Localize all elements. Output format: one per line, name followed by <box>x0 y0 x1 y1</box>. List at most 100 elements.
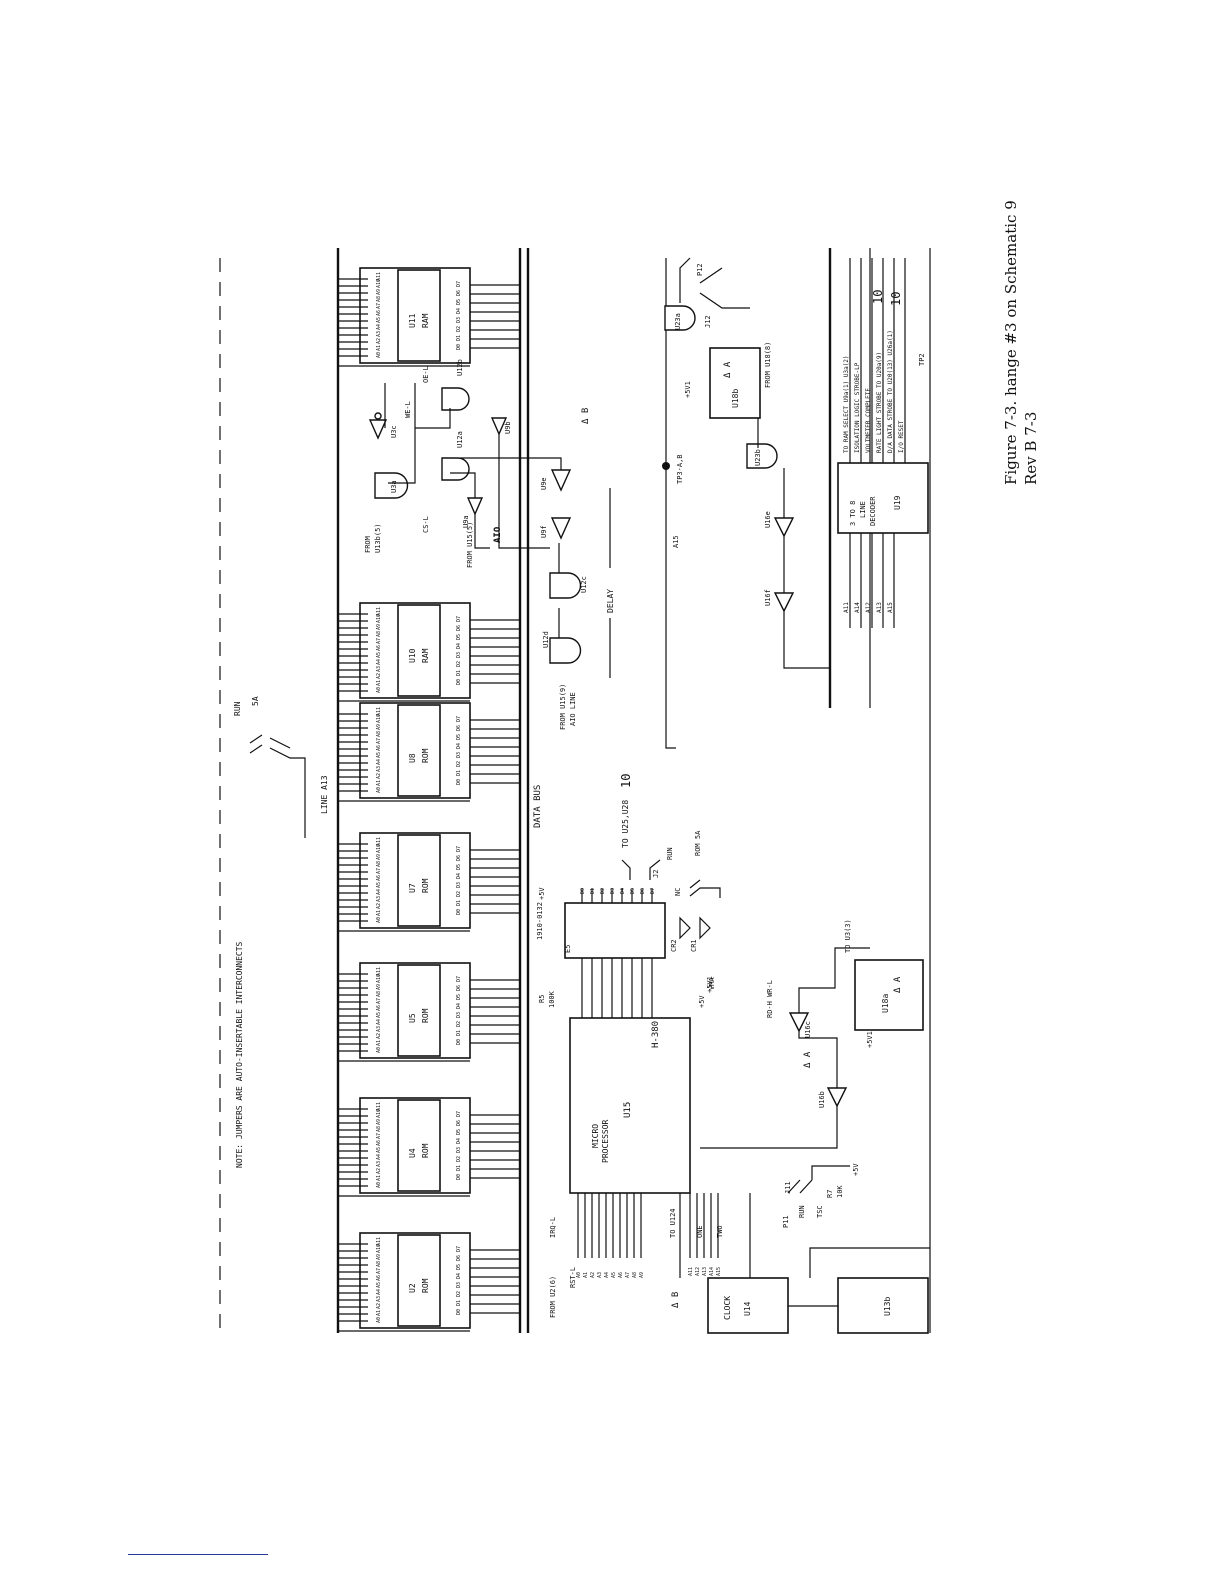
note-text: NOTE: JUMPERS ARE AUTO-INSERTABLE INTERC… <box>235 941 244 1168</box>
chip-type-label: ROM <box>421 1008 430 1023</box>
address-line-label: A14 <box>709 1267 715 1276</box>
chip-u19-type3: DECODER <box>869 496 877 526</box>
chip-data-pin: D4 <box>456 873 462 879</box>
chip-address-pin: A1 <box>376 1175 382 1181</box>
chip-address-pin: A11 <box>376 1102 382 1111</box>
chip-data-pin: D4 <box>456 1138 462 1144</box>
chip-data-pin: D3 <box>456 882 462 888</box>
address-line-label: A12 <box>695 1267 701 1276</box>
chip-u19-type1: 3 TO 8 <box>849 501 857 526</box>
chip-ref-label: U8 <box>408 753 417 763</box>
chip-address-pin: A10 <box>376 279 382 288</box>
chip-data-pin: D5 <box>456 634 462 640</box>
chip-address-pin: A7 <box>376 738 382 744</box>
gate-u12d-label: U12d <box>542 631 550 648</box>
gate-u3a <box>374 472 409 499</box>
chip-u18b <box>709 347 761 419</box>
from-aio-label: FROM U15(9) <box>559 684 567 730</box>
chip-ref-label: U11 <box>408 313 417 328</box>
chip-u14-ref: U14 <box>743 1301 752 1316</box>
schematic-diagram: NOTE: JUMPERS ARE AUTO-INSERTABLE INTERC… <box>210 248 950 1348</box>
chip-data-pin: D7 <box>456 616 462 622</box>
chip-core <box>397 704 441 797</box>
chip-address-pin: A10 <box>376 1109 382 1118</box>
decoder-input-label: A12 <box>865 602 872 613</box>
chip-address-pin: A5 <box>376 882 382 888</box>
chip-ref-label: U4 <box>408 1148 417 1158</box>
address-line-label: A4 <box>604 1272 610 1278</box>
chip-data-pin: D7 <box>456 846 462 852</box>
address-line-label: A7 <box>625 1272 631 1278</box>
chip-data-pin: D6 <box>456 855 462 861</box>
chip-address-pin: A4 <box>376 1019 382 1025</box>
chip-data-pin: D7 <box>456 1246 462 1252</box>
chip-address-pin: A5 <box>376 652 382 658</box>
chip-address-pin: A0 <box>376 917 382 923</box>
chip-address-pin: A9 <box>376 854 382 860</box>
decoder-input-label: A11 <box>843 602 850 613</box>
address-line-label: A15 <box>716 1267 722 1276</box>
plus5v-label-1: +5V <box>538 887 546 900</box>
address-line-label: A6 <box>618 1272 624 1278</box>
decoder-output-label: RATE LIGHT STROBE TO U20a(9) <box>876 352 883 453</box>
sa-label-top: 5A <box>251 696 260 706</box>
tp2-label: TP2 <box>918 353 926 366</box>
footnote-rule <box>128 1554 268 1555</box>
chip-address-pin: A7 <box>376 638 382 644</box>
address-line-label: A0 <box>576 1272 582 1278</box>
cs-l-label: CS-L <box>422 516 430 533</box>
ram-control-wires <box>384 383 550 549</box>
gate-u23b-label: U23b <box>754 449 762 466</box>
chip-address-pin: A11 <box>376 837 382 846</box>
chip-data-pin: D1 <box>456 1300 462 1306</box>
from-u15-label: FROM U15(5) <box>466 522 474 568</box>
decoder-output-label: TO RAM SELECT U9a(1) U3a(2) <box>843 355 850 453</box>
to-u124-label: TO U124 <box>669 1208 677 1238</box>
chip-address-pin: A8 <box>376 861 382 867</box>
ram-control-logic: U3a U3c U12a U12b U9a U9b FROM U13b(5) F… <box>364 359 550 568</box>
decoder-input-label: A14 <box>854 602 861 613</box>
chip-core <box>397 964 441 1057</box>
chip-type-label: RAM <box>421 648 430 663</box>
gate-u3a-label: U3a <box>390 480 398 493</box>
cr1-label: CR1 <box>690 939 698 952</box>
data-line-label: D3 <box>610 888 616 894</box>
gate-u16f-label: U16f <box>764 589 772 606</box>
oe-l-label: OE-L <box>422 366 430 383</box>
chip-u15-type1: MICRO <box>591 1124 600 1148</box>
gate-u9b <box>490 417 508 436</box>
chip-data-pin: D3 <box>456 652 462 658</box>
microprocessor-block: MICRO PROCESSOR U15 H-380 R5 100K 1910-0… <box>536 887 774 1318</box>
chip-address-pin: A11 <box>376 1237 382 1246</box>
chip-address-pin: A0 <box>376 1182 382 1188</box>
chip-u18b-label: U18b <box>731 389 740 408</box>
data-line-label: D1 <box>590 888 596 894</box>
address-line-label: A11 <box>688 1267 694 1276</box>
line-a13-label: LINE A13 <box>320 775 329 814</box>
chip-data-pin: D3 <box>456 752 462 758</box>
chip-u19-ref: U19 <box>893 495 902 510</box>
rd-wr-label: RD-H WR-L <box>766 980 774 1018</box>
decoder-output-label: VOLTMETER COMPLETE <box>865 388 872 453</box>
data-line-label: D7 <box>650 888 656 894</box>
gate-u16b-label: U16b <box>818 1091 826 1108</box>
chip-address-pin: A3 <box>376 331 382 337</box>
chip-u14 <box>707 1277 789 1334</box>
chip-address-pin: A8 <box>376 296 382 302</box>
from-u2-label: FROM U2(6) <box>549 1276 557 1318</box>
we-l-label: WE-L <box>404 401 412 418</box>
chip-data-pin: D1 <box>456 1030 462 1036</box>
chip-data-pin: D0 <box>456 679 462 685</box>
chip-data-pin: D4 <box>456 1273 462 1279</box>
gate-u12a-label: U12a <box>456 431 464 448</box>
chip-address-pin: A6 <box>376 745 382 751</box>
chip-address-pin: A7 <box>376 303 382 309</box>
chip-address-pin: A8 <box>376 1126 382 1132</box>
j2-wires <box>621 859 721 898</box>
one-label: ONE <box>696 1225 704 1238</box>
data-line-label: D5 <box>630 888 636 894</box>
chip-address-pin: A11 <box>376 967 382 976</box>
